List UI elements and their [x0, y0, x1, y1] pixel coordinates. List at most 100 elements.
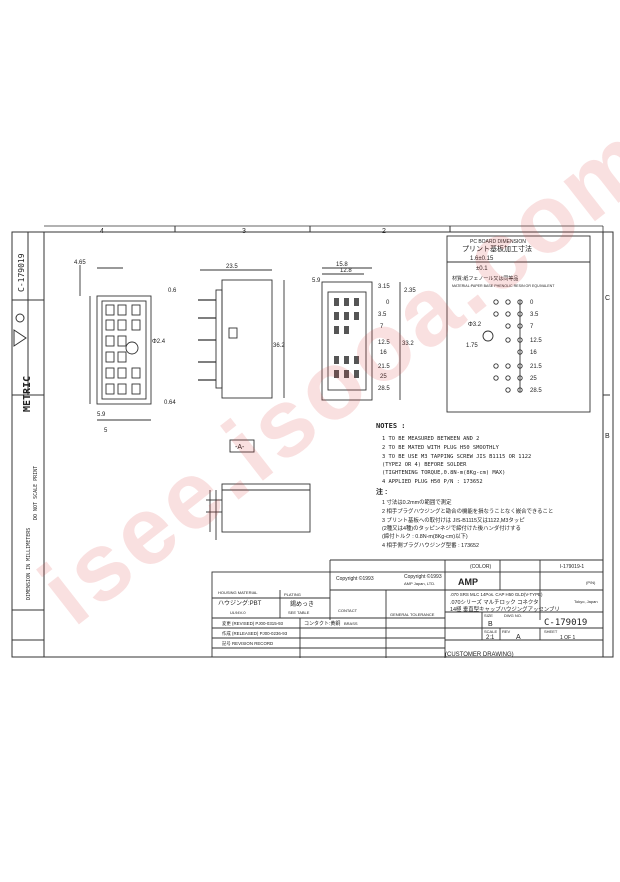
scale-value: 2:1	[486, 635, 495, 641]
title-block	[211, 559, 604, 658]
pcb-tol-2: ±0.1	[476, 266, 488, 272]
dim-0-6: 0.6	[168, 288, 177, 294]
zone-b: B	[605, 433, 610, 440]
pcb-dim-16: 16	[530, 350, 537, 356]
pn-label: (P/N)	[586, 580, 596, 585]
pcb-material-en: MATERIAL:PAPER BASE PHENOLIC RESIN OR EQ…	[452, 284, 555, 288]
note-en-6: 4 APPLIED PLUG H50 P/N : 173652	[382, 479, 483, 485]
rev-value: A	[516, 634, 521, 641]
dim-2-35: 2.35	[404, 288, 416, 294]
dim-4-65: 4.65	[74, 260, 86, 266]
side-dwg-title: C-179019	[17, 253, 26, 292]
note-ja-6: 4 相手側プラグハウジング型番 : 173652	[382, 541, 479, 549]
size-label: SIZE	[484, 613, 493, 618]
pcb-dim-21-5: 21.5	[530, 364, 542, 370]
pcb-header-en: PC BOARD DIMENSION	[470, 239, 526, 245]
note-en-5: (TIGHTENING TORQUE,0.8N-m(8Kg-cm) MAX)	[382, 470, 505, 476]
general-tol: GENERAL TOLERANCE	[390, 612, 435, 617]
housing-label: HOUSING MATERIAL	[218, 590, 258, 595]
screw-hole	[125, 341, 139, 355]
side-dim-28-5: 28.5	[378, 386, 390, 392]
side-dim-3-5: 3.5	[378, 312, 387, 318]
housing-sub: UL94V-0	[230, 610, 246, 615]
pcb-dim-28-5: 28.5	[530, 388, 542, 394]
dim-12-8: 12.8	[340, 268, 352, 274]
zone-4: 4	[100, 228, 104, 235]
copyright-2: Copyright ©1993	[404, 573, 442, 580]
side-note-2: DO NOT SCALE PRINT	[33, 466, 39, 520]
dwg-no-label: DWG NO.	[504, 613, 522, 618]
note-en-2: 2 TO BE MATED WITH PLUG H50 SMOOTHLY	[382, 445, 500, 451]
customer-drawing: (CUSTOMER DRAWING)	[445, 652, 514, 658]
side-metric: METRIC	[22, 376, 33, 412]
title-en: .070 SRS MLC 14Pos. CAP H50 GLD(V-TYPE)	[450, 592, 543, 597]
zone-2: 2	[382, 228, 386, 235]
sheet-label: SHEET	[544, 629, 558, 634]
brass: BRASS	[344, 621, 358, 626]
zone-3: 3	[242, 228, 246, 235]
plating-label: PLATING	[284, 592, 301, 597]
amp-logo: AMP	[458, 577, 478, 587]
front-pin-grid	[105, 304, 141, 395]
pcb-hole-dia: Φ3.2	[468, 322, 482, 328]
plating-value: 錫めっき	[290, 600, 314, 608]
title-ja-1: .070シリーズ マルチロック コネクタ	[450, 598, 538, 606]
note-ja-2: 2 相手プラグハウジングと勘合の機能を損なうことなく嵌合できること	[382, 507, 553, 515]
notes-ja-title: 注 :	[376, 487, 387, 496]
pcb-header-ja: プリント基板加工寸法	[462, 244, 532, 253]
note-en-3: 3 TO BE USE M3 TAPPING SCREW JIS B1115 O…	[382, 454, 531, 460]
housing-value: ハウジング:PBT	[218, 599, 262, 607]
pcb-dim-25: 25	[530, 376, 537, 382]
notes-title: NOTES :	[376, 422, 406, 430]
dwg-no: C-179019	[544, 618, 587, 628]
dim-dia-2-4: Φ2.4	[152, 339, 166, 345]
rev-row-1: 変更 (REVISED) PJ00-0315-93	[222, 620, 284, 627]
contact-value: コンタクト:黄銅	[304, 620, 340, 627]
side-view	[198, 269, 285, 399]
side-dim-16: 16	[380, 350, 387, 356]
view-a	[206, 439, 311, 540]
dim-23-5: 23.5	[226, 264, 238, 270]
scale-label: SCALE	[484, 629, 497, 634]
note-ja-1: 1 寸法は0.2mmの範囲で測定	[382, 498, 452, 506]
projection-cone-icon	[13, 329, 27, 347]
dim-0-64: 0.64	[164, 400, 176, 406]
size-value: B	[488, 621, 493, 628]
title-ja-2: 14極 垂直型キャップハウジングアッセンブリ	[450, 605, 560, 613]
copyright-1: Copyright ©1993	[336, 575, 374, 582]
rev-row-2: 作成 (RELEASED) PJ00-0236-93	[222, 630, 288, 637]
pcb-dimension-box	[446, 235, 591, 413]
company-small: AMP Japan, LTD.	[404, 581, 435, 586]
side-dim-33-2: 33.2	[402, 341, 414, 347]
projection-symbol-icon	[15, 313, 25, 323]
dim-5-9b: 5.9	[312, 278, 321, 284]
rev-label: REV	[502, 629, 511, 634]
side-dim-25: 25	[380, 374, 387, 380]
dim-36-2: 36.2	[273, 343, 285, 349]
side-note-1: DIMENSION IN MILLIMETERS	[26, 528, 32, 600]
pcb-dim-3-5: 3.5	[530, 312, 539, 318]
side-dim-21-5: 21.5	[378, 364, 390, 370]
front-view	[79, 265, 152, 421]
dim-5-9: 5.9	[97, 412, 106, 418]
note-en-4: (TYPE2 OR 4) BEFORE SOLDER	[382, 462, 467, 468]
part-ref: I-179019-1	[560, 564, 584, 570]
pcb-material-ja: 材質:紙フェノール又は同等品	[452, 275, 518, 282]
location: Tokyo, Japan	[574, 599, 598, 604]
side-dim-12-5: 12.5	[378, 340, 390, 346]
color-label: (COLOR)	[470, 564, 491, 570]
side-dim-7: 7	[380, 324, 384, 330]
dim-5: 5	[104, 428, 108, 434]
view-a-label: -A-	[235, 444, 245, 451]
note-ja-5: (締付トルク : 0.8N-m(8Kg-cm)以下)	[382, 532, 468, 540]
dim-15-8: 15.8	[336, 262, 348, 268]
note-en-1: 1 TO BE MEASURED BETWEEN AND 2	[382, 436, 479, 442]
zone-c: C	[605, 295, 610, 302]
dim-3-15: 3.15	[378, 284, 390, 290]
rev-row-3: 記号 REVISION RECORD	[222, 640, 273, 647]
sheet-value: 1 OF 1	[560, 635, 576, 641]
note-ja-4: (2種又は4種)のタッピンネジで締付けた後ハンダ付けする	[382, 524, 521, 532]
pcb-dim-0: 0	[530, 300, 534, 306]
